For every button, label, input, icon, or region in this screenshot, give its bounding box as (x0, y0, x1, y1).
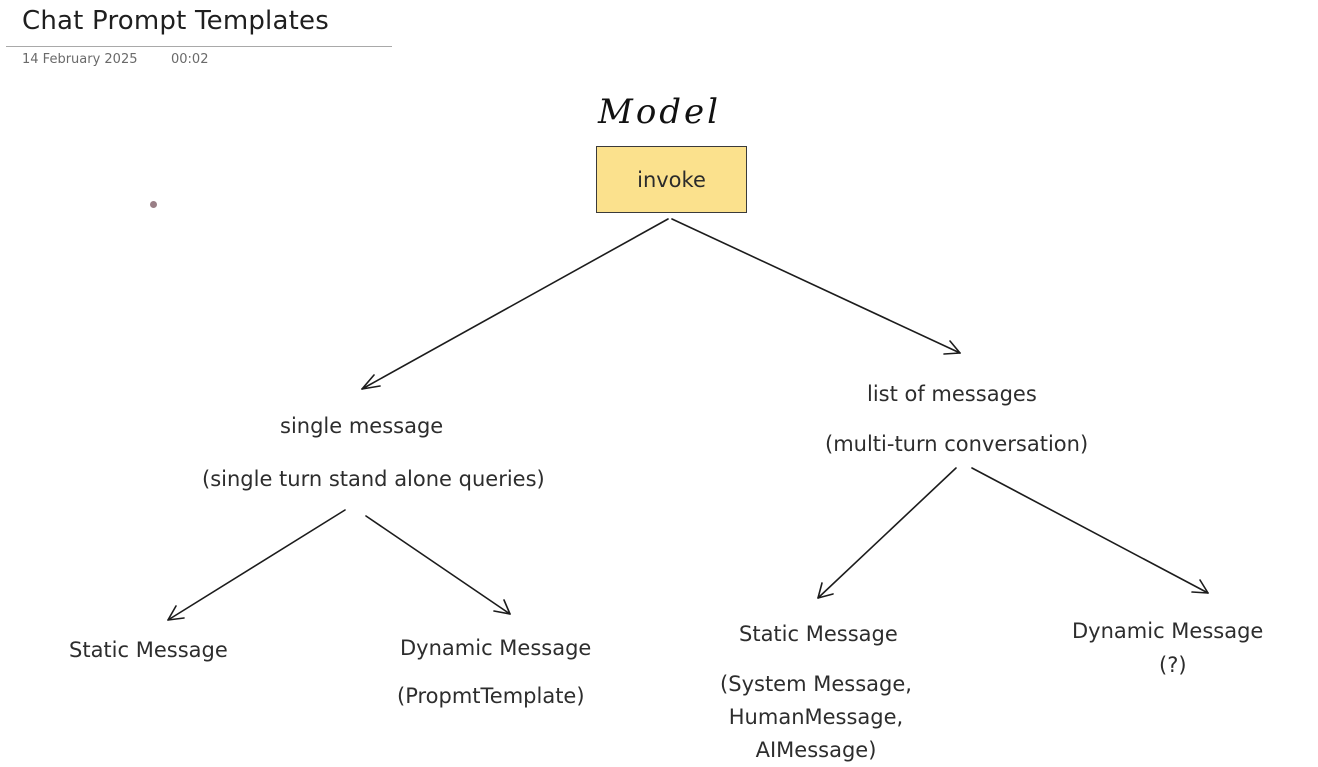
single-message-note: (single turn stand alone queries) (202, 467, 545, 491)
arrowhead-list-of-messages (943, 340, 961, 355)
right-dynamic-message-note: (?) (1159, 653, 1187, 677)
right-dynamic-message-label: Dynamic Message (1072, 619, 1264, 643)
model-label: Model (598, 92, 722, 132)
left-dynamic-message-note: (PropmtTemplate) (397, 684, 585, 708)
arrow-list-to-dynamic (971, 467, 1209, 594)
arrowhead-left-dynamic (493, 599, 511, 615)
single-message-label: single message (280, 414, 444, 438)
ink-dot (150, 201, 157, 208)
arrow-list-to-static (817, 467, 957, 599)
arrowhead-single-message (361, 374, 381, 390)
arrow-single-to-dynamic (365, 515, 511, 615)
arrowhead-left-static (167, 605, 185, 621)
left-dynamic-message-label: Dynamic Message (400, 636, 592, 660)
arrow-invoke-to-single-message (361, 218, 669, 390)
arrow-single-to-static (167, 509, 346, 621)
invoke-node-label: invoke (637, 167, 706, 192)
arrowhead-right-static (817, 582, 834, 599)
arrowhead-right-dynamic (1191, 579, 1209, 594)
right-static-note-line: AIMessage) (755, 738, 877, 762)
title-underline (6, 46, 392, 47)
right-static-note-line: (System Message, (720, 672, 912, 696)
list-of-messages-label: list of messages (867, 382, 1037, 406)
page-title: Chat Prompt Templates (22, 6, 329, 36)
page-date: 14 February 2025 (22, 52, 138, 67)
left-static-message-label: Static Message (69, 638, 228, 662)
right-static-message-label: Static Message (739, 622, 898, 646)
right-static-message-note: (System Message, HumanMessage, AIMessage… (714, 668, 918, 767)
invoke-node: invoke (596, 146, 747, 213)
page-time: 00:02 (171, 52, 209, 67)
right-static-note-line: HumanMessage, (728, 705, 904, 729)
arrow-invoke-to-list-of-messages (671, 218, 961, 354)
list-of-messages-note: (multi-turn conversation) (825, 432, 1089, 456)
